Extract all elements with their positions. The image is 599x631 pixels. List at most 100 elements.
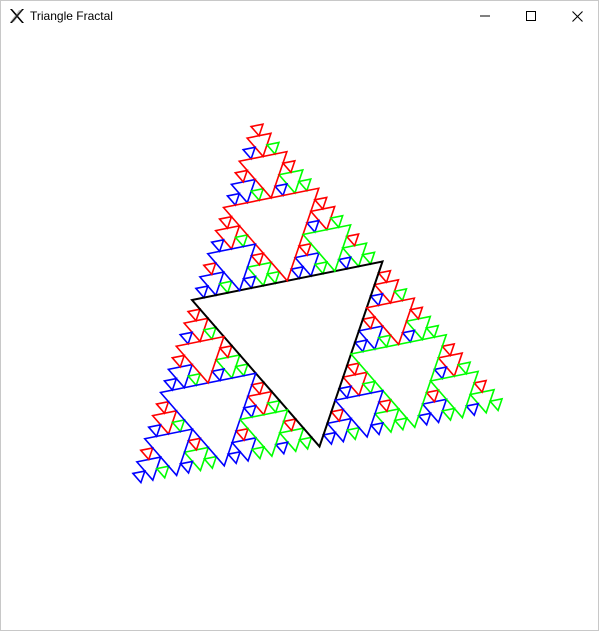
fractal-triangle: [174, 335, 226, 385]
fractal-triangle: [233, 169, 249, 184]
fractal-triangle: [186, 308, 202, 323]
window-title: Triangle Fractal: [30, 9, 113, 23]
fractal-triangle: [365, 297, 416, 346]
fractal-triangle: [488, 397, 504, 412]
fractal-triangle: [242, 404, 258, 419]
fractal-triangle: [274, 441, 289, 456]
fractal-triangle: [143, 428, 194, 477]
drawing-canvas[interactable]: [1, 31, 598, 630]
fractal-triangle: [202, 455, 218, 470]
minimize-button[interactable]: [462, 1, 508, 31]
fractal-triangle: [361, 380, 377, 395]
fractal-triangle: [249, 123, 265, 138]
fractal-triangle: [313, 196, 328, 211]
fractal-triangle: [210, 367, 226, 383]
fractal-triangle: [393, 417, 408, 432]
fractal-triangle: [401, 329, 416, 344]
fractal-triangle: [417, 412, 432, 427]
fractal-triangle: [392, 287, 408, 303]
fractal-triangle: [186, 437, 202, 452]
fractal-triangle: [329, 214, 344, 229]
fractal-triangle: [297, 178, 312, 193]
fractal-triangle: [249, 252, 265, 267]
fractal-triangle: [241, 146, 257, 161]
fractal-triangle: [456, 361, 472, 376]
fractal-triangle: [170, 418, 186, 434]
fractal-triangle: [265, 141, 281, 156]
fractal-triangle: [218, 215, 233, 230]
fractal-triangle: [301, 223, 352, 273]
fractal-triangle: [345, 362, 361, 377]
title-bar[interactable]: Triangle Fractal: [1, 1, 598, 31]
fractal-triangle: [266, 399, 281, 414]
fractal-triangle: [233, 233, 249, 249]
fractal-triangle: [337, 256, 352, 271]
fractal-triangle: [337, 385, 353, 400]
fractal-triangle: [329, 408, 345, 423]
triangle-fractal: [131, 123, 504, 485]
fractal-triangle: [202, 261, 217, 277]
fractal-triangle: [361, 315, 376, 331]
x-window-logo-icon: [8, 7, 26, 25]
fractal-triangle: [194, 284, 210, 300]
maximize-icon: [526, 11, 536, 21]
fractal-triangle: [377, 398, 393, 413]
fractal-triangle: [178, 331, 194, 346]
fractal-triangle: [432, 365, 448, 381]
fractal-triangle: [186, 372, 202, 387]
fractal-triangle: [226, 450, 242, 465]
fractal-triangle: [424, 324, 440, 339]
fractal-triangle: [273, 182, 289, 198]
fractal-triangle: [234, 363, 249, 378]
fractal-triangle: [155, 465, 170, 480]
fractal-triangle: [155, 400, 170, 415]
maximize-button[interactable]: [508, 1, 554, 31]
fractal-triangle: [218, 280, 233, 295]
fractal-triangle: [265, 270, 281, 285]
fractal-triangle: [353, 338, 369, 354]
fractal-triangle: [425, 389, 440, 404]
fractal-triangle: [139, 446, 154, 462]
fractal-triangle: [298, 436, 313, 451]
fractal-triangle: [321, 431, 337, 446]
fractal-triangle: [305, 219, 321, 234]
fractal-triangle: [249, 187, 265, 202]
fractal-triangle: [202, 326, 218, 341]
fractal-triangle: [218, 344, 234, 359]
fractal-triangle: [162, 377, 178, 392]
fractal-triangle: [369, 421, 385, 437]
fractal-triangle: [234, 427, 250, 442]
fractal-triangle: [131, 469, 147, 485]
fractal-triangle: [377, 269, 392, 284]
fractal-triangle: [179, 460, 194, 475]
close-icon: [571, 10, 583, 22]
fractal-triangle: [472, 379, 488, 394]
fractal-triangle: [170, 354, 186, 369]
fractal-triangle: [361, 251, 376, 266]
fractal-triangle: [345, 426, 361, 441]
fractal-triangle: [408, 306, 424, 321]
fractal-triangle: [210, 238, 225, 253]
fractal-triangle: [297, 242, 313, 257]
fractal-triangle: [147, 423, 162, 438]
close-button[interactable]: [554, 1, 599, 31]
fractal-triangle: [333, 389, 385, 439]
fractal-triangle: [250, 381, 265, 396]
fractal-triangle: [250, 445, 266, 461]
fractal-triangle: [369, 292, 384, 307]
fractal-triangle: [428, 370, 480, 420]
fractal-triangle: [281, 159, 297, 174]
fractal-triangle: [206, 243, 257, 292]
fractal-triangle: [242, 275, 257, 290]
fractal-triangle: [289, 265, 305, 280]
fractal-triangle: [238, 408, 289, 458]
minimize-icon: [480, 11, 490, 21]
fractal-triangle: [282, 417, 297, 433]
fractal-triangle: [440, 407, 456, 422]
fractal-triangle: [440, 342, 456, 358]
fractal-triangle: [225, 192, 241, 207]
fractal-triangle: [237, 150, 289, 200]
fractal-triangle: [345, 232, 360, 248]
fractal-triangle: [464, 402, 480, 417]
